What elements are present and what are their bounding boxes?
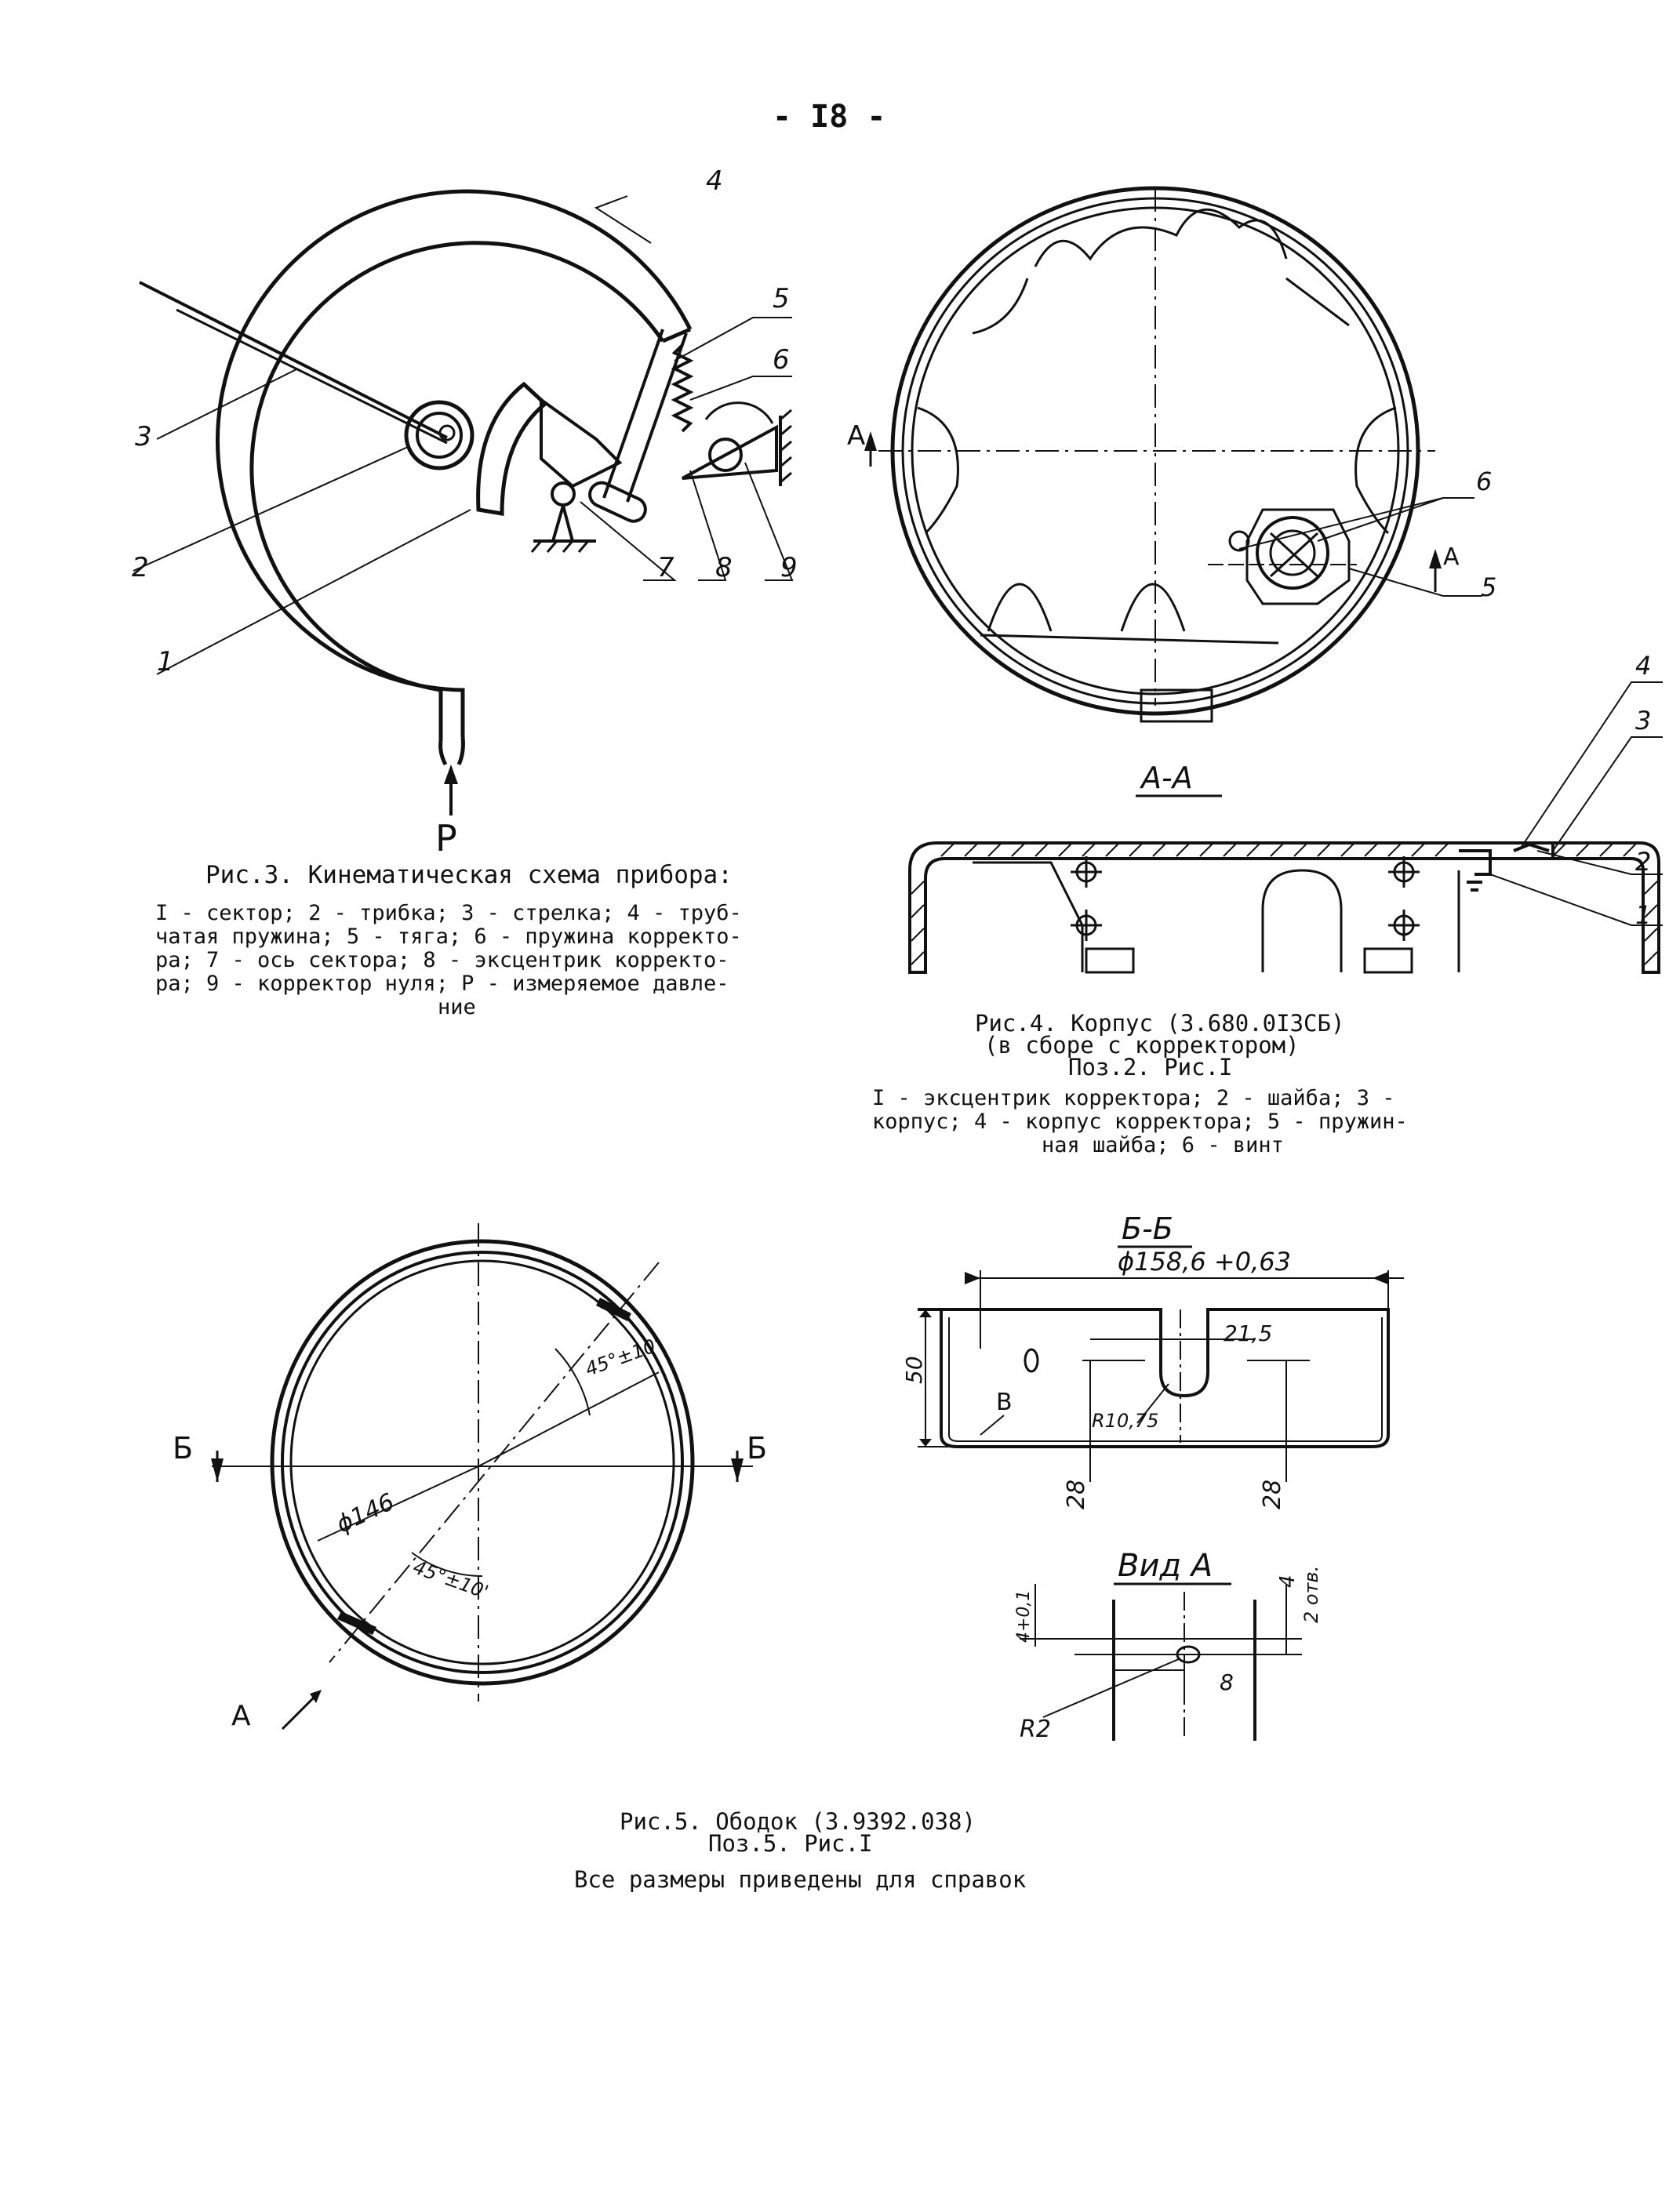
fig5-angle-bottom: 45°±10' [410,1556,491,1603]
fig3-label-9: 9 [780,552,798,583]
fig4-caption-line3: I - эксцентрик корректора; 2 - шайба; 3 … [872,1086,1395,1110]
fig3-label-3: 3 [135,421,152,452]
fig5-section-slot: 21,5 [1224,1320,1272,1346]
fig5-caption-line2: Все размеры приведены для справок [574,1866,1027,1893]
fig3-pointer [139,281,448,439]
page-number: - I8 - [773,99,886,135]
fig3-label-2: 2 [132,552,149,583]
fig3-tube-spring [216,189,693,737]
fig5-section-radius: R10,75 [1092,1410,1158,1432]
fig3-caption-line5: ние [438,995,476,1019]
fig4-case-drawing: A A 6 5 4 3 2 1 А-А [847,186,1663,974]
fig3-label-5: 5 [773,283,790,314]
fig3-eccentric [708,438,743,472]
fig5-view-holes: 2 отв. [1300,1566,1322,1623]
fig4-caption-line1: (в сборе с корректором) [984,1032,1300,1059]
fig4-label-1: 1 [1635,900,1651,930]
fig4-caption-line2: Поз.2. Рис.I [1068,1054,1233,1081]
fig5-section-bb: Б-Б ϕ158,6 +0,63 50 21,5 R10,75 В 28 28 [901,1211,1404,1509]
fig4-section-aa [908,841,1660,974]
fig4-corrector-assembly [1228,508,1351,605]
fig5-section-height: 50 [901,1356,927,1384]
fig4-label-2: 2 [1635,847,1651,877]
fig4-label-5: 5 [1481,572,1496,602]
fig3-spring [671,343,694,433]
fig5-section-b-mark: В [996,1389,1013,1416]
fig5-label-b-right: Б [747,1431,767,1466]
fig3-label-8: 8 [715,552,733,583]
fig3-pinion [404,400,475,470]
fig5-section-title: Б-Б [1122,1211,1173,1246]
fig3-caption-title: Рис.3. Кинематическая схема прибора: [205,861,733,889]
fig5-view-a: Вид А 4+0,1 4 2 отв. R2 8 [1014,1548,1322,1743]
fig3-kinematic-diagram: 4 5 6 3 2 7 8 9 1 P [132,165,798,859]
fig3-caption-line4: ра; 9 - корректор нуля; Р - измеряемое д… [155,972,729,996]
fig4-section-hatching [911,843,1658,965]
fig3-label-6: 6 [773,344,790,376]
fig5-caption-line1: Поз.5. Рис.I [708,1830,873,1857]
fig4-label-a-left: A [847,420,865,452]
fig5-view-dim-right: 4 [1276,1575,1300,1588]
fig5-label-b-left: Б [173,1431,193,1466]
fig5-view-title: Вид А [1118,1548,1213,1584]
fig4-label-6: 6 [1476,467,1492,496]
fig5-view-radius: R2 [1020,1716,1051,1743]
fig3-caption-line3: ра; 7 - ось сектора; 8 - эксцентрик корр… [155,948,729,972]
fig4-caption-title: Рис.4. Корпус (3.680.0I3СБ) [975,1010,1345,1037]
fig3-label-4: 4 [706,165,723,197]
fig4-caption-line5: ная шайба; 6 - винт [1042,1133,1284,1157]
fig5-view-dim-bottom: 8 [1220,1669,1234,1695]
fig5-ring-outer [270,1239,695,1686]
fig5-caption-title: Рис.5. Ободок (3.9392.038) [620,1808,976,1835]
fig5-section-dim-right: 28 [1259,1480,1286,1509]
fig3-rod [602,329,688,503]
fig4-section-title: А-А [1139,761,1193,795]
fig5-dia-146: ϕ146 [333,1488,399,1538]
fig3-label-7: 7 [657,552,675,583]
fig3-label-1: 1 [157,646,174,677]
fig3-caption-line2: чатая пружина; 5 - тяга; 6 - пружина кор… [155,924,742,949]
fig4-label-a-right: A [1443,543,1460,571]
fig3-sector [476,381,548,516]
fig5-section-dia: ϕ158,6 +0,63 [1118,1247,1291,1277]
fig3-label-p: P [435,817,457,859]
fig3-caption-line1: I - сектор; 2 - трибка; 3 - стрелка; 4 -… [155,901,742,925]
fig5-ring-drawing: Б Б А ϕ146 45°±10' 45°±10' [173,1223,767,1732]
fig5-view-dim-left: 4+0,1 [1014,1590,1034,1643]
fig4-caption-line4: корпус; 4 - корпус корректора; 5 - пружи… [872,1110,1408,1134]
fig4-label-4: 4 [1635,651,1651,681]
fig5-label-view-a: А [231,1700,251,1732]
fig4-label-3: 3 [1635,706,1651,736]
fig5-section-dim-left: 28 [1063,1480,1090,1509]
